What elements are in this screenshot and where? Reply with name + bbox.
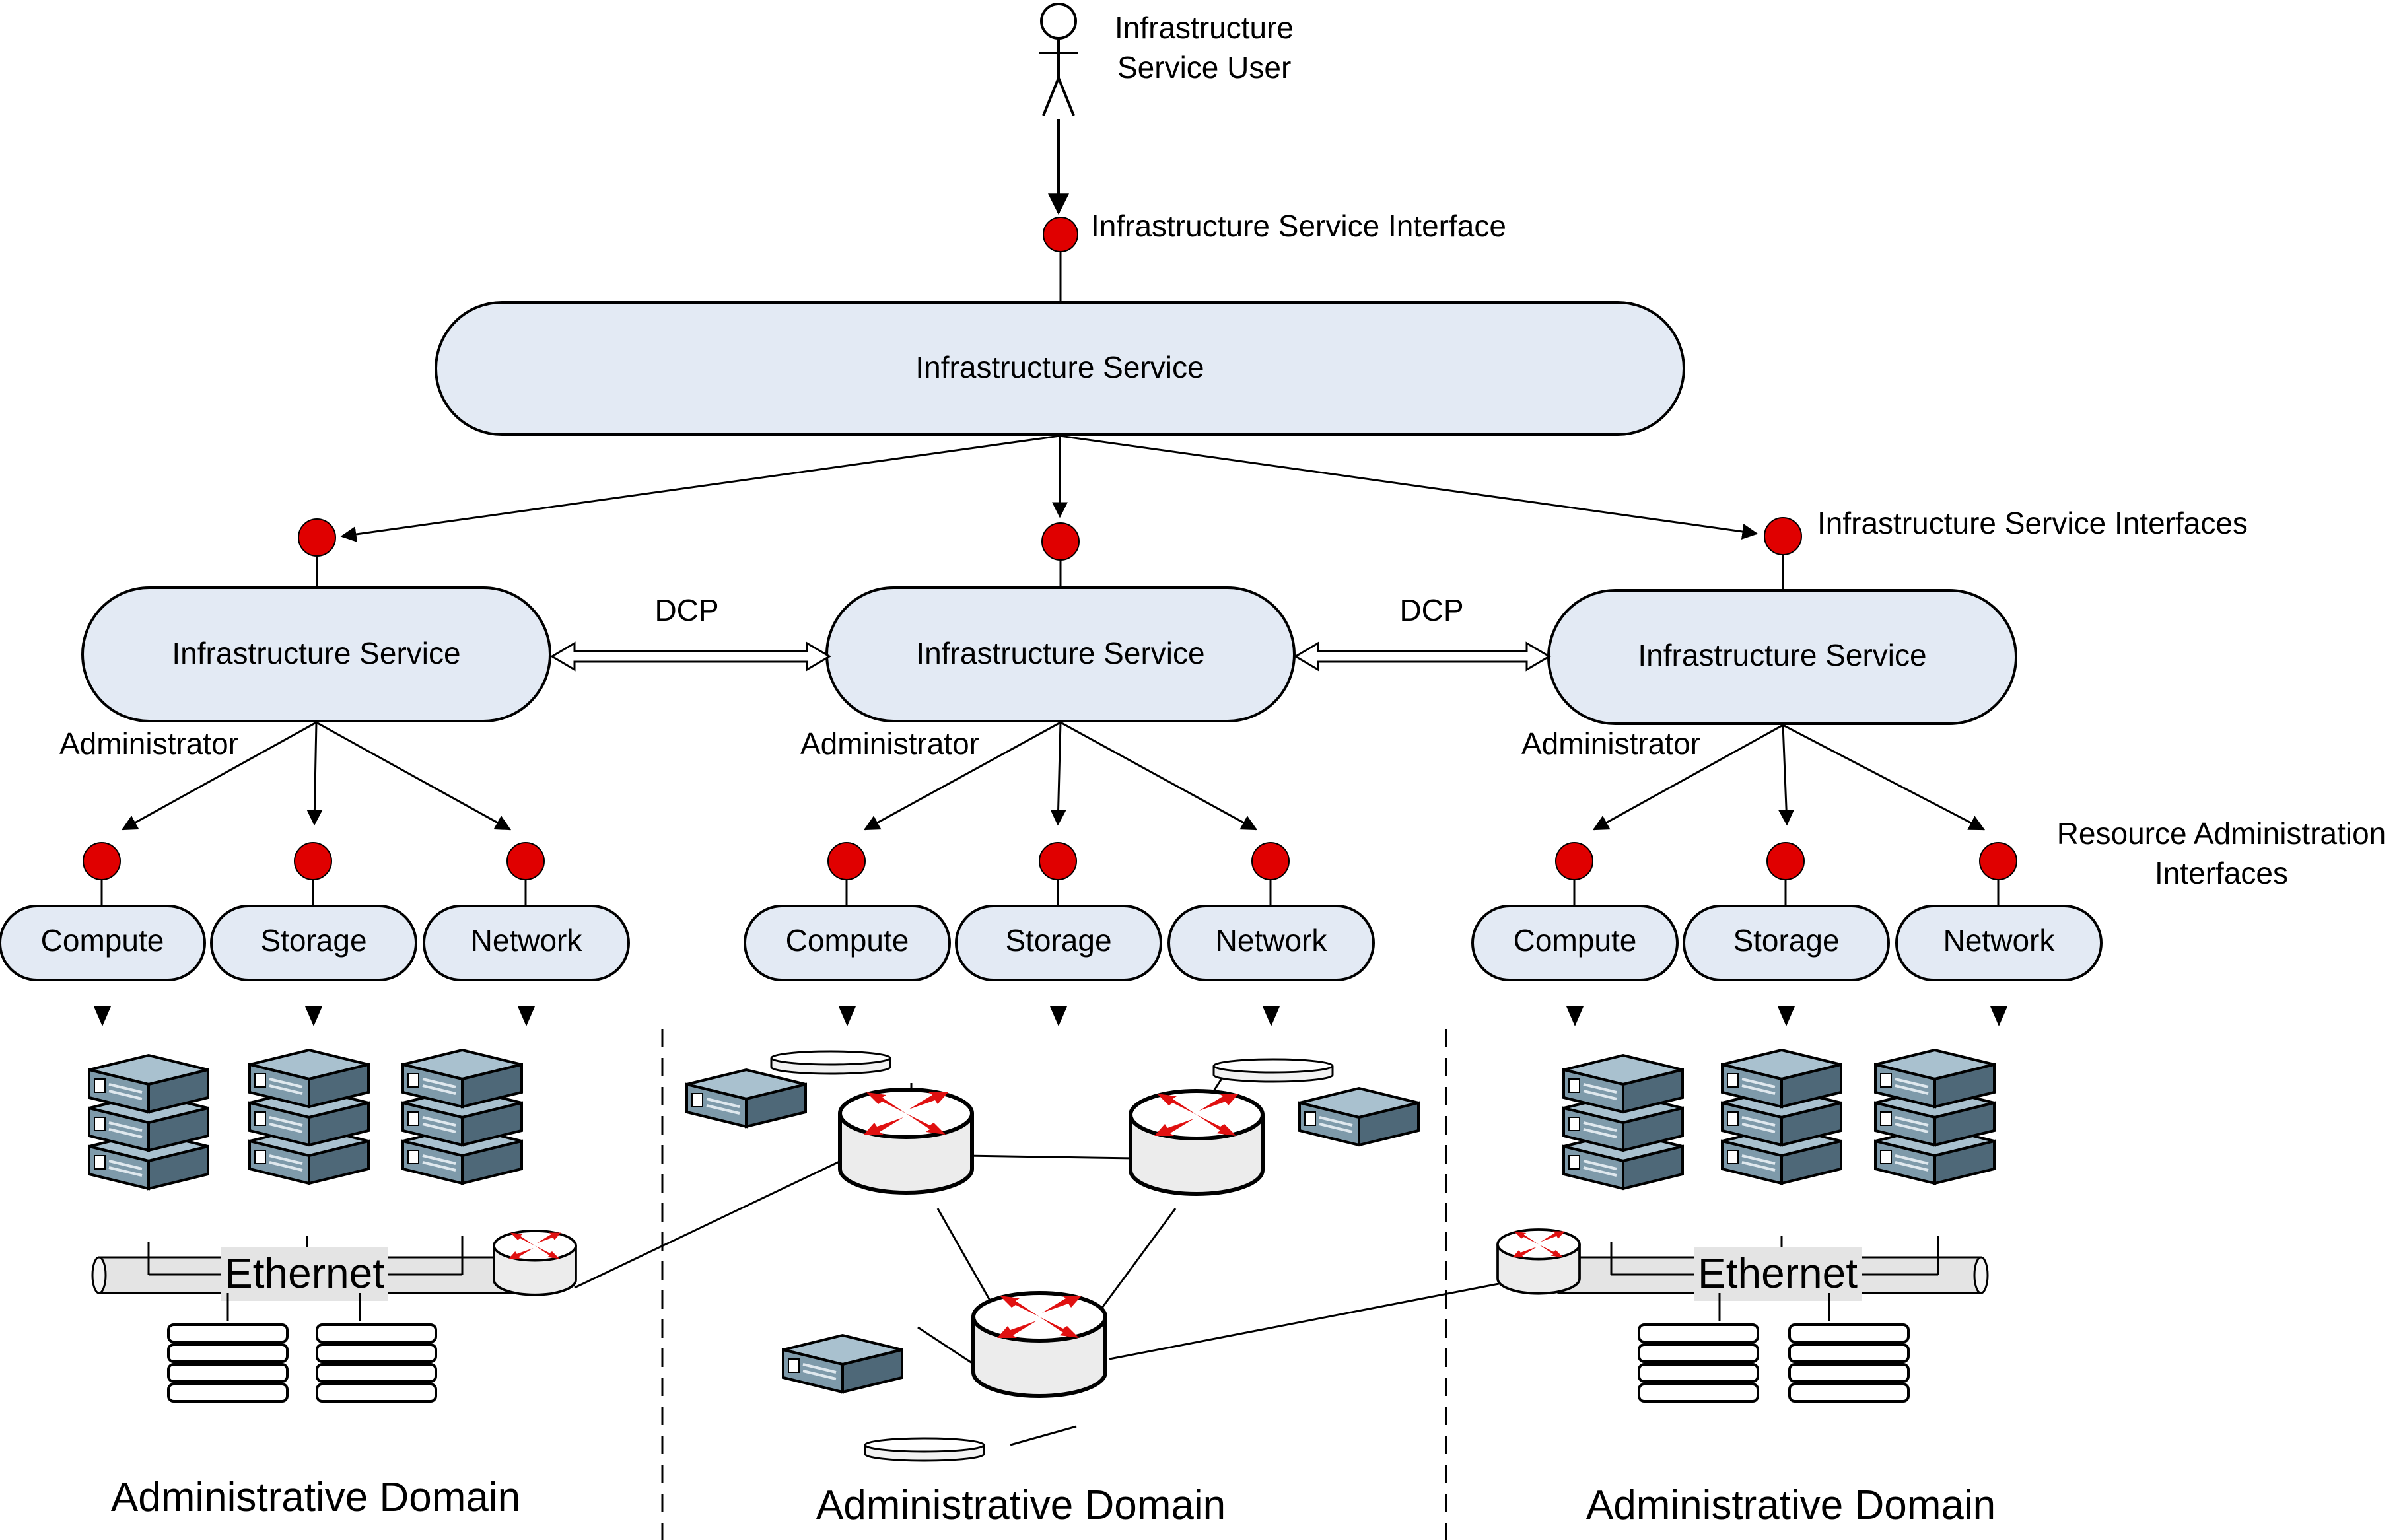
resource-down-arrows — [94, 1006, 2007, 1026]
resource-interface-dots — [83, 842, 2017, 880]
compute-box-3[interactable] — [1471, 905, 1679, 981]
administrator-label-3: Administrator — [1521, 726, 1700, 761]
router-icon — [1131, 1091, 1263, 1194]
storage-box-2[interactable] — [955, 905, 1162, 981]
compute-box-1[interactable] — [0, 905, 206, 981]
network-label-2: Network — [1216, 923, 1328, 958]
dcp-arrow-2 — [1294, 641, 1551, 672]
ethernet-label-1: Ethernet — [225, 1249, 384, 1297]
disc-icon — [770, 1050, 891, 1075]
domain-service-label-2: Infrastructure Service — [916, 636, 1204, 670]
top-service-label: Infrastructure Service — [915, 350, 1204, 384]
server-icon — [250, 1050, 368, 1183]
server-icon — [1564, 1055, 1683, 1189]
server-icon — [89, 1055, 208, 1189]
storage-box-3[interactable] — [1683, 905, 1890, 981]
network-links — [574, 1068, 1506, 1446]
ethernet-bus — [1557, 1236, 1989, 1321]
administrator-label-1: Administrator — [59, 726, 238, 761]
disk-icon — [1788, 1323, 1910, 1403]
domain-label-2: Administrative Domain — [816, 1483, 1226, 1528]
ethernet-label-3: Ethernet — [1698, 1249, 1858, 1297]
network-label-3: Network — [1943, 923, 2056, 958]
storage-label-3: Storage — [1733, 923, 1839, 958]
compute-label-2: Compute — [786, 923, 909, 958]
resource-interfaces-label-line2: Interfaces — [2155, 856, 2288, 890]
router-icon — [840, 1090, 972, 1193]
server-icon — [1298, 1087, 1420, 1146]
service-interfaces-label: Infrastructure Service Interfaces — [1817, 506, 2248, 540]
disk-icon — [1638, 1323, 1759, 1403]
storage-label-1: Storage — [260, 923, 366, 958]
service-arrows — [340, 435, 1759, 542]
actor-icon — [1039, 3, 1078, 116]
interface-dot — [298, 518, 336, 557]
domain-service-label-1: Infrastructure Service — [172, 636, 460, 670]
network-label-1: Network — [471, 923, 583, 958]
resource-interfaces-label-line1: Resource Administration — [2057, 816, 2386, 851]
interface-dot — [1043, 217, 1078, 252]
server-icon — [1875, 1050, 1994, 1183]
resource-connector-lines — [100, 880, 2000, 906]
dcp-arrow-1 — [550, 641, 831, 672]
network-box-3[interactable] — [1895, 905, 2103, 981]
network-box-1[interactable] — [423, 905, 630, 981]
router-icon — [973, 1293, 1105, 1396]
top-interface-label: Infrastructure Service Interface — [1091, 209, 1506, 243]
disc-icon — [1212, 1058, 1334, 1083]
domain-service-box-1[interactable] — [81, 586, 551, 722]
dcp-label-2: DCP — [1399, 593, 1463, 627]
network-box-2[interactable] — [1167, 905, 1375, 981]
user-label-line1: Infrastructure — [1115, 11, 1294, 45]
router-icon — [493, 1230, 577, 1296]
dcp-label-1: DCP — [654, 593, 718, 627]
compute-label-1: Compute — [41, 923, 164, 958]
server-icon — [782, 1334, 903, 1393]
router-icon — [1496, 1228, 1581, 1295]
disk-icon — [316, 1323, 437, 1403]
compute-box-2[interactable] — [744, 905, 951, 981]
server-icon — [685, 1068, 807, 1128]
ethernet-bus — [91, 1236, 523, 1321]
top-service-box[interactable] — [435, 301, 1685, 436]
storage-label-2: Storage — [1005, 923, 1111, 958]
disc-icon — [864, 1437, 985, 1462]
interface-dot — [1764, 517, 1802, 555]
storage-box-1[interactable] — [210, 905, 417, 981]
resource-arrows — [121, 721, 1986, 831]
server-icon — [1722, 1050, 1841, 1183]
compute-label-3: Compute — [1514, 923, 1637, 958]
domain-label-1: Administrative Domain — [111, 1475, 520, 1520]
interface-dot — [1041, 522, 1080, 561]
user-label-line2: Service User — [1117, 50, 1291, 85]
server-icon — [403, 1050, 522, 1183]
domain-service-label-3: Infrastructure Service — [1638, 638, 1926, 672]
disk-icon — [167, 1323, 289, 1403]
administrator-label-2: Administrator — [800, 726, 979, 761]
domain-label-3: Administrative Domain — [1586, 1483, 1996, 1528]
